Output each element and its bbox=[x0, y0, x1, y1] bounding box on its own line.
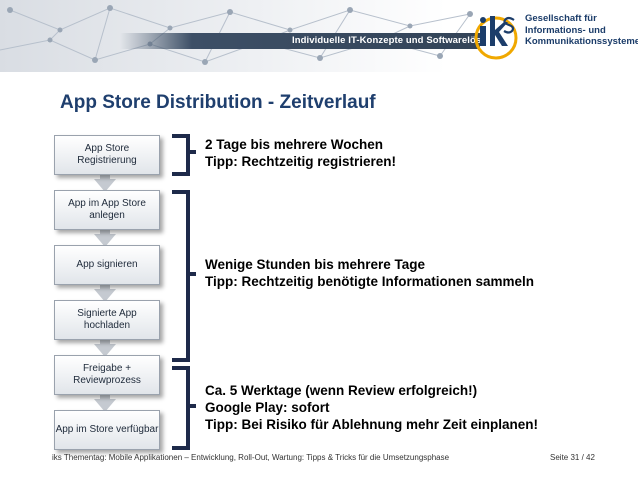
down-arrow-icon bbox=[94, 170, 116, 192]
network-graphic bbox=[0, 5, 473, 65]
step-app-hochladen: Signierte App hochladen bbox=[54, 300, 160, 340]
page-title: App Store Distribution - Zeitverlauf bbox=[60, 92, 376, 113]
step-app-verfuegbar: App im Store verfügbar bbox=[54, 410, 160, 450]
bracket-registration bbox=[172, 134, 190, 176]
down-arrow-icon bbox=[94, 335, 116, 357]
down-arrow-icon bbox=[94, 280, 116, 302]
company-line: Informations- und bbox=[525, 24, 606, 36]
company-name: Gesellschaft für Informations- und Kommu… bbox=[525, 13, 638, 48]
note-line: Tipp: Rechtzeitig registrieren! bbox=[205, 154, 397, 169]
note-line: Tipp: Rechtzeitig benötigte Informatione… bbox=[205, 274, 535, 289]
bracket-review bbox=[172, 366, 190, 450]
note-preparation: Wenige Stunden bis mehrere Tage Tipp: Re… bbox=[205, 256, 534, 290]
step-freigabe-review: Freigabe + Reviewprozess bbox=[54, 355, 160, 395]
note-line: 2 Tage bis mehrere Wochen bbox=[205, 137, 384, 152]
bracket-tick bbox=[186, 404, 196, 408]
header-banner: Individuelle IT-Konzepte und Softwarelös… bbox=[0, 0, 638, 72]
down-arrow-icon bbox=[94, 225, 116, 247]
note-line: Wenige Stunden bis mehrere Tage bbox=[205, 257, 426, 272]
company-line: Kommunikationssysteme mbH bbox=[525, 36, 638, 47]
iks-logo-icon bbox=[474, 16, 518, 60]
step-app-signieren: App signieren bbox=[54, 245, 160, 285]
step-app-store-registrierung: App Store Registrierung bbox=[54, 135, 160, 175]
note-line: Ca. 5 Werktage (wenn Review erfolgreich!… bbox=[205, 383, 478, 398]
bracket-preparation bbox=[172, 190, 190, 362]
step-app-anlegen: App im App Store anlegen bbox=[54, 190, 160, 230]
banner-strip bbox=[120, 33, 480, 49]
note-line: Google Play: sofort bbox=[205, 400, 330, 415]
banner-tagline: Individuelle IT-Konzepte und Softwarelös… bbox=[292, 35, 511, 46]
bracket-tick bbox=[186, 150, 196, 154]
bracket-tick bbox=[186, 272, 196, 276]
company-line: Gesellschaft für bbox=[525, 13, 597, 24]
note-review: Ca. 5 Werktage (wenn Review erfolgreich!… bbox=[205, 382, 538, 433]
footer-text: iks Thementag: Mobile Applikationen – En… bbox=[52, 453, 450, 462]
page-number: Seite 31 / 42 bbox=[550, 453, 595, 462]
note-registration: 2 Tage bis mehrere Wochen Tipp: Rechtzei… bbox=[205, 136, 396, 170]
note-line: Tipp: Bei Risiko für Ablehnung mehr Zeit… bbox=[205, 417, 539, 432]
down-arrow-icon bbox=[94, 390, 116, 412]
